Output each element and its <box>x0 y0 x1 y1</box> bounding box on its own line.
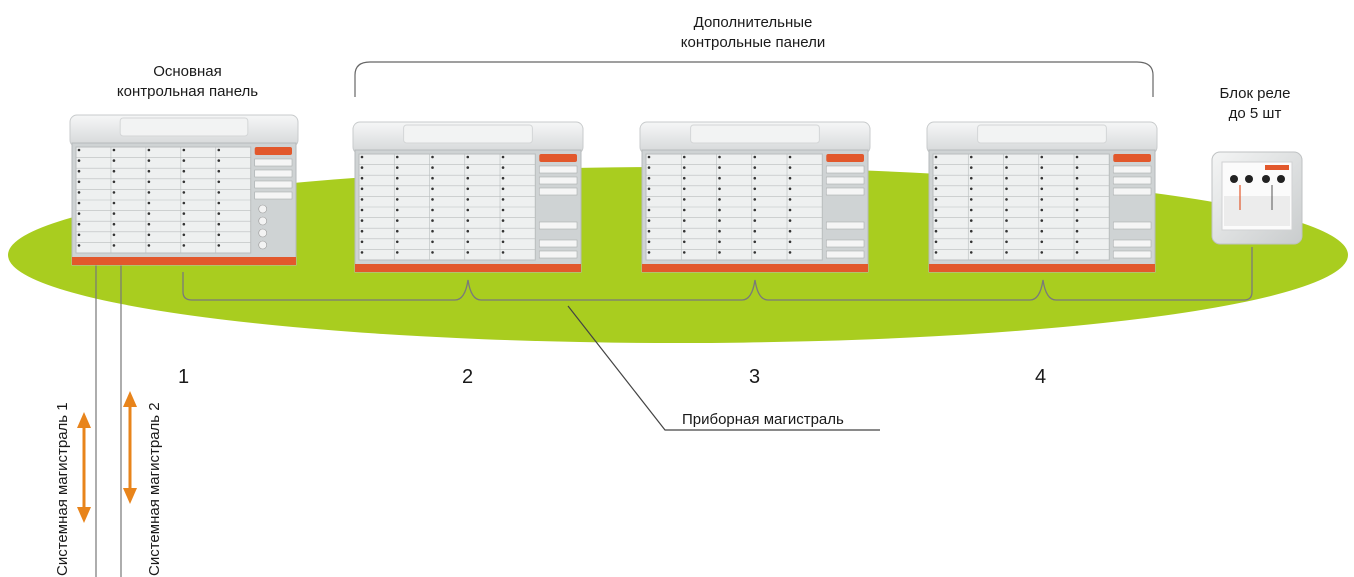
control-panel-3 <box>639 121 871 273</box>
relay-block-label-line1: Блок реле <box>1219 85 1291 102</box>
system-bus-1-label: Системная магистраль 1 <box>54 402 71 576</box>
relay-block-label-line2: до 5 шт <box>1228 105 1282 122</box>
main-panel-label: Основная контрольная панель <box>105 62 270 102</box>
system-bus-1-arrow <box>77 412 91 523</box>
control-panel-1 <box>69 114 299 266</box>
panel-number-4: 4 <box>1035 366 1047 388</box>
main-panel-label-line2: контрольная панель <box>116 83 259 100</box>
panel-number-1: 1 <box>178 366 190 388</box>
relay-block-label: Блок реле до 5 шт <box>1205 84 1305 124</box>
relay-block <box>1211 151 1303 245</box>
extra-panels-label: Дополнительные контрольные панели <box>668 13 838 53</box>
control-panel-4 <box>926 121 1158 273</box>
system-bus-2-label: Системная магистраль 2 <box>146 402 163 576</box>
extra-panels-label-line2: контрольные панели <box>680 34 826 51</box>
panel-number-2: 2 <box>462 366 474 388</box>
system-bus-2-arrow <box>123 391 137 504</box>
panel-number-3: 3 <box>749 366 761 388</box>
control-panel-2 <box>352 121 584 273</box>
instrument-bus-label: Приборная магистраль <box>682 411 844 428</box>
instrument-bus-line <box>182 247 1253 301</box>
extra-panels-brace <box>354 61 1154 97</box>
main-panel-label-line1: Основная <box>153 63 222 80</box>
extra-panels-label-line1: Дополнительные <box>693 14 813 31</box>
instrument-bus-leader <box>567 305 880 431</box>
